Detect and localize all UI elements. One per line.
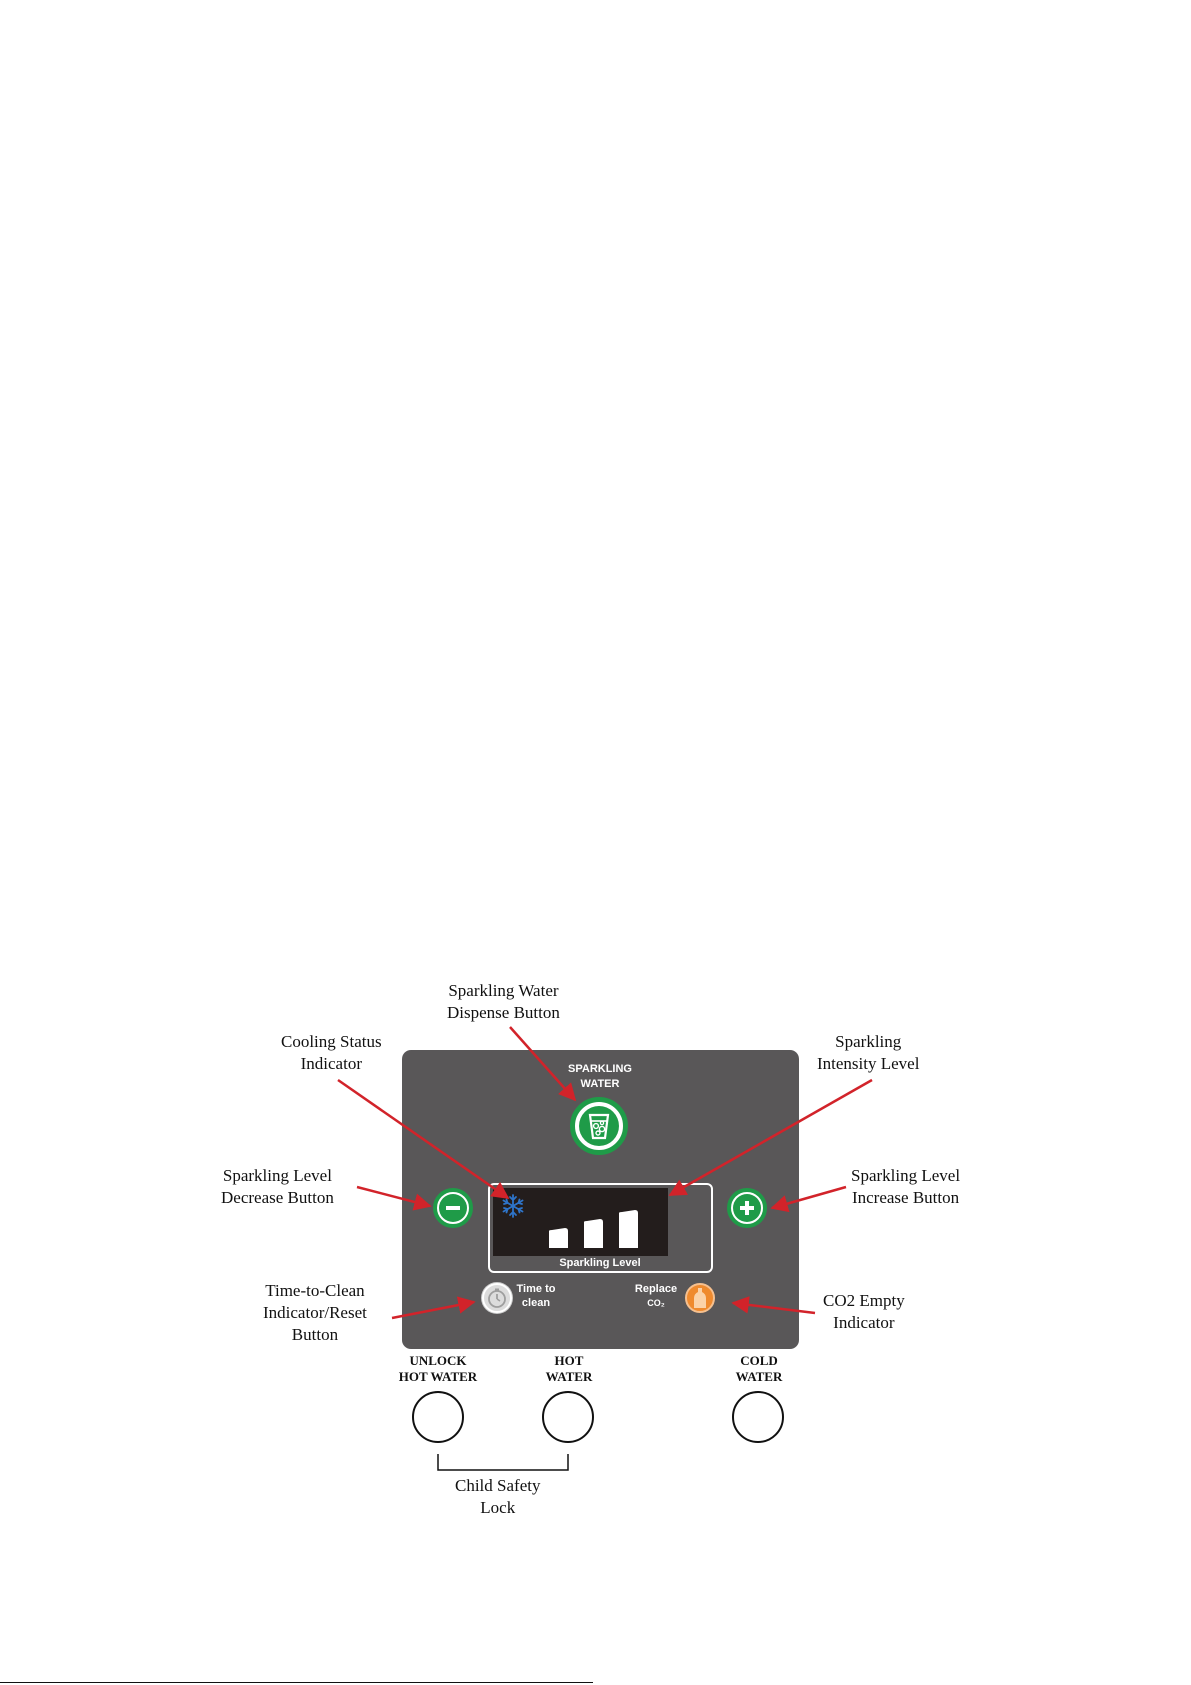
callout-cooling: Cooling Status Indicator [281, 1032, 382, 1073]
arrow-co2 [731, 1296, 816, 1315]
child-safety-bracket [437, 1454, 569, 1471]
sparkling-level-bar [549, 1228, 568, 1248]
sparkling-decrease-button[interactable] [433, 1188, 473, 1228]
glass-bubbles-icon [579, 1106, 619, 1146]
sparkling-dispense-button[interactable] [570, 1097, 628, 1155]
sparkling-level-bar [619, 1210, 638, 1248]
sparkling-increase-button[interactable] [727, 1188, 767, 1228]
hot-water-button[interactable] [542, 1391, 594, 1443]
sparkling-level-display [493, 1188, 668, 1256]
callout-dispense: Sparkling Water Dispense Button [447, 981, 560, 1022]
sparkling-level-bar [584, 1219, 603, 1248]
minus-icon [439, 1194, 467, 1222]
display-frame [488, 1183, 713, 1273]
arrow-increase [770, 1185, 847, 1213]
replace-co2-label: Replace CO₂ [634, 1283, 678, 1308]
arrow-decrease [356, 1185, 432, 1211]
callout-clean: Time-to-Clean Indicator/Reset Button [263, 1281, 367, 1344]
hot-water-label: HOT WATER [545, 1353, 593, 1384]
sparkling-level-label: Sparkling Level [559, 1257, 641, 1269]
snowflake-icon [502, 1194, 524, 1218]
footer-rule [0, 1682, 593, 1683]
cold-water-button[interactable] [732, 1391, 784, 1443]
unlock-hot-water-button[interactable] [412, 1391, 464, 1443]
callout-increase: Sparkling Level Increase Button [851, 1166, 961, 1207]
callout-decrease: Sparkling Level Decrease Button [221, 1166, 334, 1207]
callout-co2: CO2 Empty Indicator [823, 1291, 905, 1332]
time-to-clean-reset-button[interactable] [481, 1282, 513, 1314]
arrow-dispense [509, 1026, 577, 1102]
co2-bottle-icon [685, 1283, 715, 1313]
arrow-cooling [337, 1078, 510, 1200]
co2-empty-indicator [684, 1282, 716, 1314]
time-to-clean-label: Time to clean [516, 1283, 556, 1309]
arrow-intensity [668, 1078, 873, 1197]
callout-child-lock: Child Safety Lock [455, 1476, 541, 1517]
clock-icon [482, 1283, 512, 1313]
sparkling-water-label: SPARKLING WATER [568, 1063, 632, 1090]
arrow-clean [391, 1296, 476, 1320]
cold-water-label: COLD WATER [735, 1353, 783, 1384]
plus-icon [733, 1194, 761, 1222]
unlock-hot-water-label: UNLOCK HOT WATER [398, 1353, 478, 1384]
callout-intensity: Sparkling Intensity Level [817, 1032, 920, 1073]
sparkling-level-bars [549, 1210, 638, 1248]
